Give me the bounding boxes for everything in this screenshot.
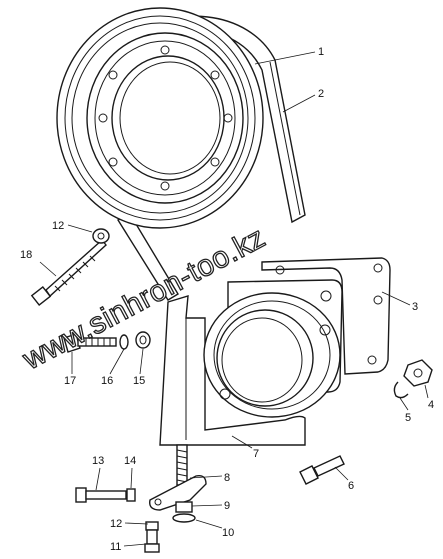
callout-1: 1 — [318, 46, 324, 58]
callout-8: 8 — [224, 472, 230, 484]
callout-2: 2 — [318, 88, 324, 100]
callout-10: 10 — [222, 527, 234, 539]
callout-11: 11 — [110, 541, 121, 553]
bolt-17 — [63, 333, 117, 353]
washer-15 — [135, 331, 151, 349]
bolt-11 — [144, 529, 160, 553]
pulley — [56, 7, 264, 229]
washer-12-bottom — [145, 521, 159, 531]
bolt-18 — [30, 238, 107, 307]
bracket — [159, 295, 306, 446]
callout-18: 18 — [20, 249, 32, 261]
callout-13: 13 — [92, 455, 104, 467]
callout-4: 4 — [428, 399, 434, 411]
washer-5 — [393, 381, 409, 399]
nut-14 — [126, 488, 136, 502]
callout-14: 14 — [124, 455, 136, 467]
bolt-13 — [75, 487, 127, 503]
link-plate — [149, 474, 207, 511]
tensioner-body — [203, 292, 341, 418]
bolt-6 — [299, 455, 345, 485]
callout-3: 3 — [412, 301, 418, 313]
callout-9: 9 — [224, 500, 230, 512]
callout-12-top: 12 — [52, 220, 64, 232]
adjuster-rod — [176, 444, 188, 486]
pulley-bolt-holes — [98, 45, 233, 191]
callout-5: 5 — [405, 412, 411, 424]
callout-16: 16 — [101, 375, 113, 387]
callout-7: 7 — [253, 448, 259, 460]
callout-12-bottom: 12 — [110, 518, 122, 530]
callout-17: 17 — [64, 375, 76, 387]
nut-4 — [403, 359, 433, 387]
callout-15: 15 — [133, 375, 145, 387]
callout-labels: 1 2 3 4 5 6 7 8 9 10 11 12 12 13 14 15 1… — [20, 46, 434, 553]
washer-16 — [119, 334, 129, 350]
leader-lines — [39, 51, 429, 547]
washer-12-top — [92, 228, 110, 244]
nut-9 — [175, 501, 193, 513]
washer-10 — [172, 513, 196, 523]
callout-6: 6 — [348, 480, 354, 492]
